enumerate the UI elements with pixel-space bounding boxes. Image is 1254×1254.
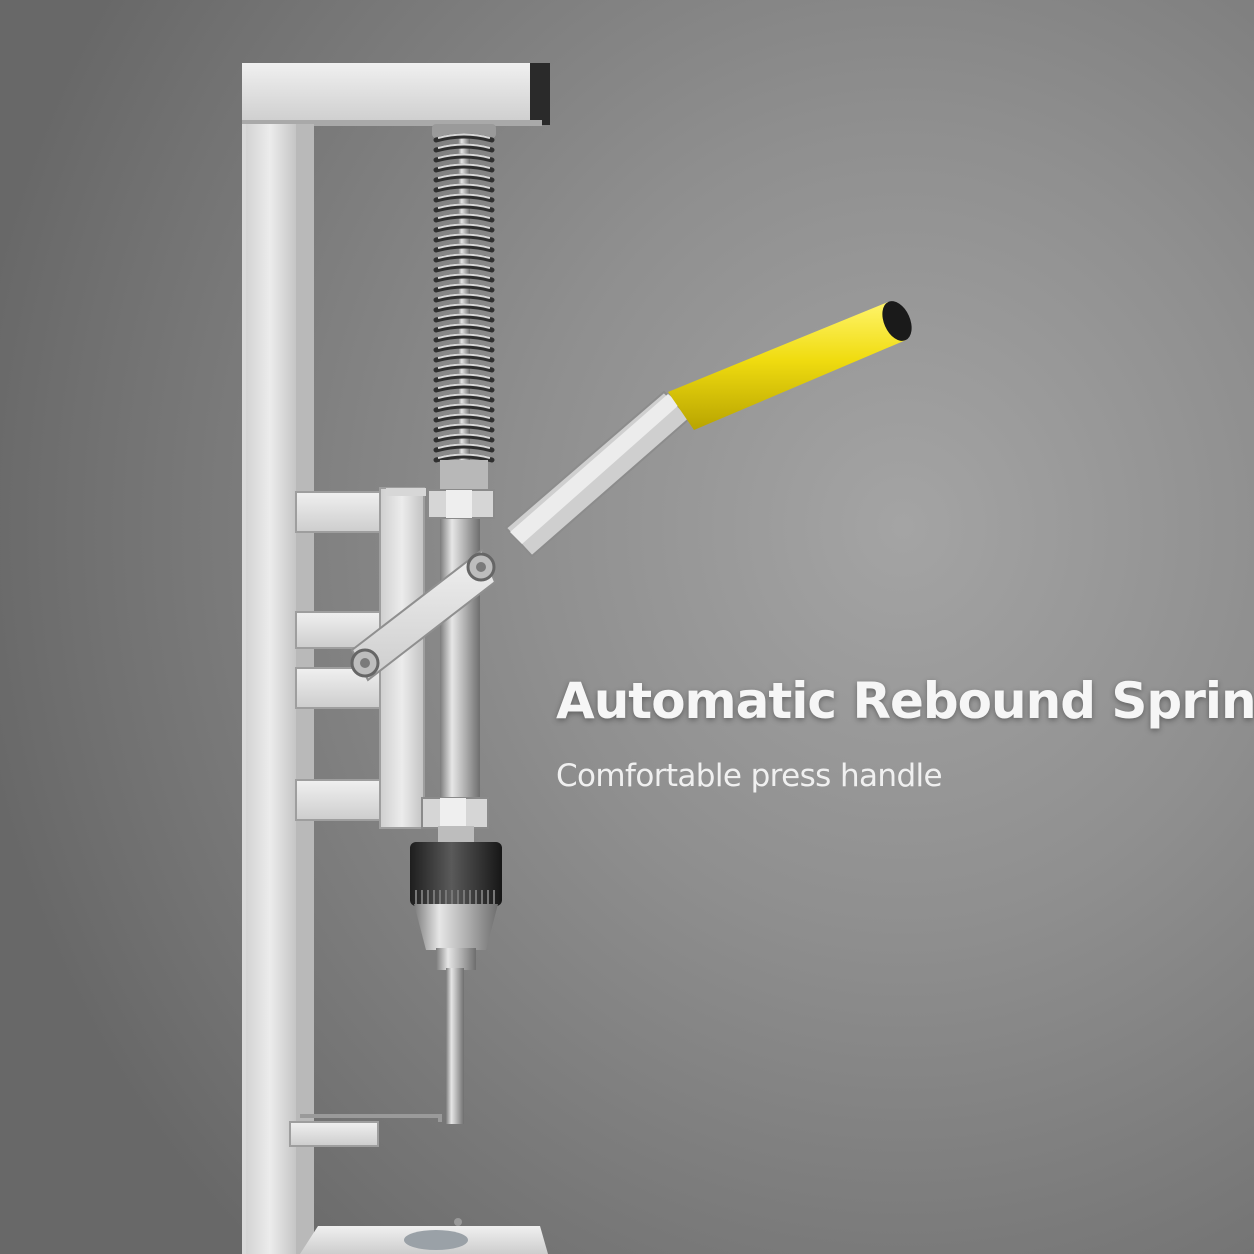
top-crossbar [242,63,550,126]
lower-bracket [289,1114,442,1147]
carriage-brackets [295,487,426,829]
spindle [421,489,495,829]
headline: Automatic Rebound Spring [556,672,1254,730]
rebound-spring [432,124,496,490]
link-arm [350,548,497,682]
press-handle [504,301,912,558]
subheadline: Comfortable press handle [556,758,942,794]
handle-grip [668,301,912,430]
drill-chuck [410,826,502,1124]
vertical-column [242,124,314,1254]
base-plate [300,1218,548,1254]
